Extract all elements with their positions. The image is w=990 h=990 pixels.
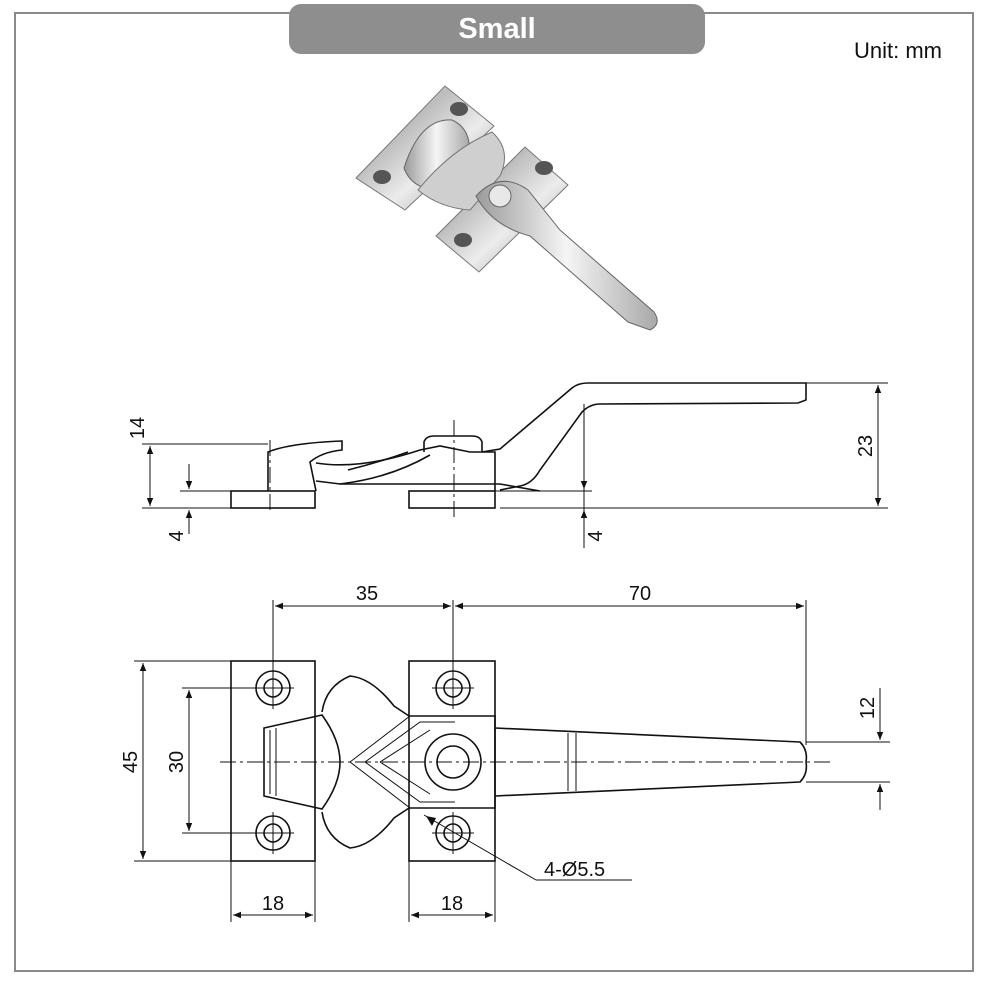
top-body xyxy=(321,675,496,849)
side-plate-right xyxy=(408,490,496,509)
side-cam xyxy=(267,440,343,492)
top-view: 35 70 45 30 12 18 18 4-Ø5.5 xyxy=(120,583,890,922)
hole-right-bottom xyxy=(432,812,474,854)
pivot-photo xyxy=(488,184,512,208)
top-plate-left xyxy=(230,660,316,862)
side-handle xyxy=(481,382,807,491)
top-pivot-outer xyxy=(424,733,482,791)
dim-35: 35 xyxy=(356,583,378,605)
handle-photo xyxy=(475,180,658,331)
dim-23: 23 xyxy=(855,435,877,457)
dim-30: 30 xyxy=(166,751,188,773)
title-tab: Small xyxy=(289,4,705,54)
hole-left-bottom xyxy=(252,812,294,854)
side-knob xyxy=(423,435,483,452)
dim-18-right: 18 xyxy=(441,893,463,915)
top-handle xyxy=(494,727,808,797)
hole-callout: 4-Ø5.5 xyxy=(544,859,605,881)
hole-right-top xyxy=(432,667,474,709)
dim-4-right: 4 xyxy=(585,530,607,541)
hole-left-top xyxy=(252,667,294,709)
top-cam xyxy=(263,714,341,810)
dim-14: 14 xyxy=(127,417,149,439)
side-plate-left xyxy=(230,490,316,509)
top-pivot-inner xyxy=(436,745,470,779)
latch-photo xyxy=(355,85,658,331)
side-view: 23 14 4 4 xyxy=(127,382,888,548)
dim-12: 12 xyxy=(857,697,879,719)
dim-4-left: 4 xyxy=(166,530,188,541)
dim-45: 45 xyxy=(120,751,142,773)
dim-70: 70 xyxy=(629,583,651,605)
dim-18-left: 18 xyxy=(262,893,284,915)
unit-label: Unit: mm xyxy=(854,38,942,63)
